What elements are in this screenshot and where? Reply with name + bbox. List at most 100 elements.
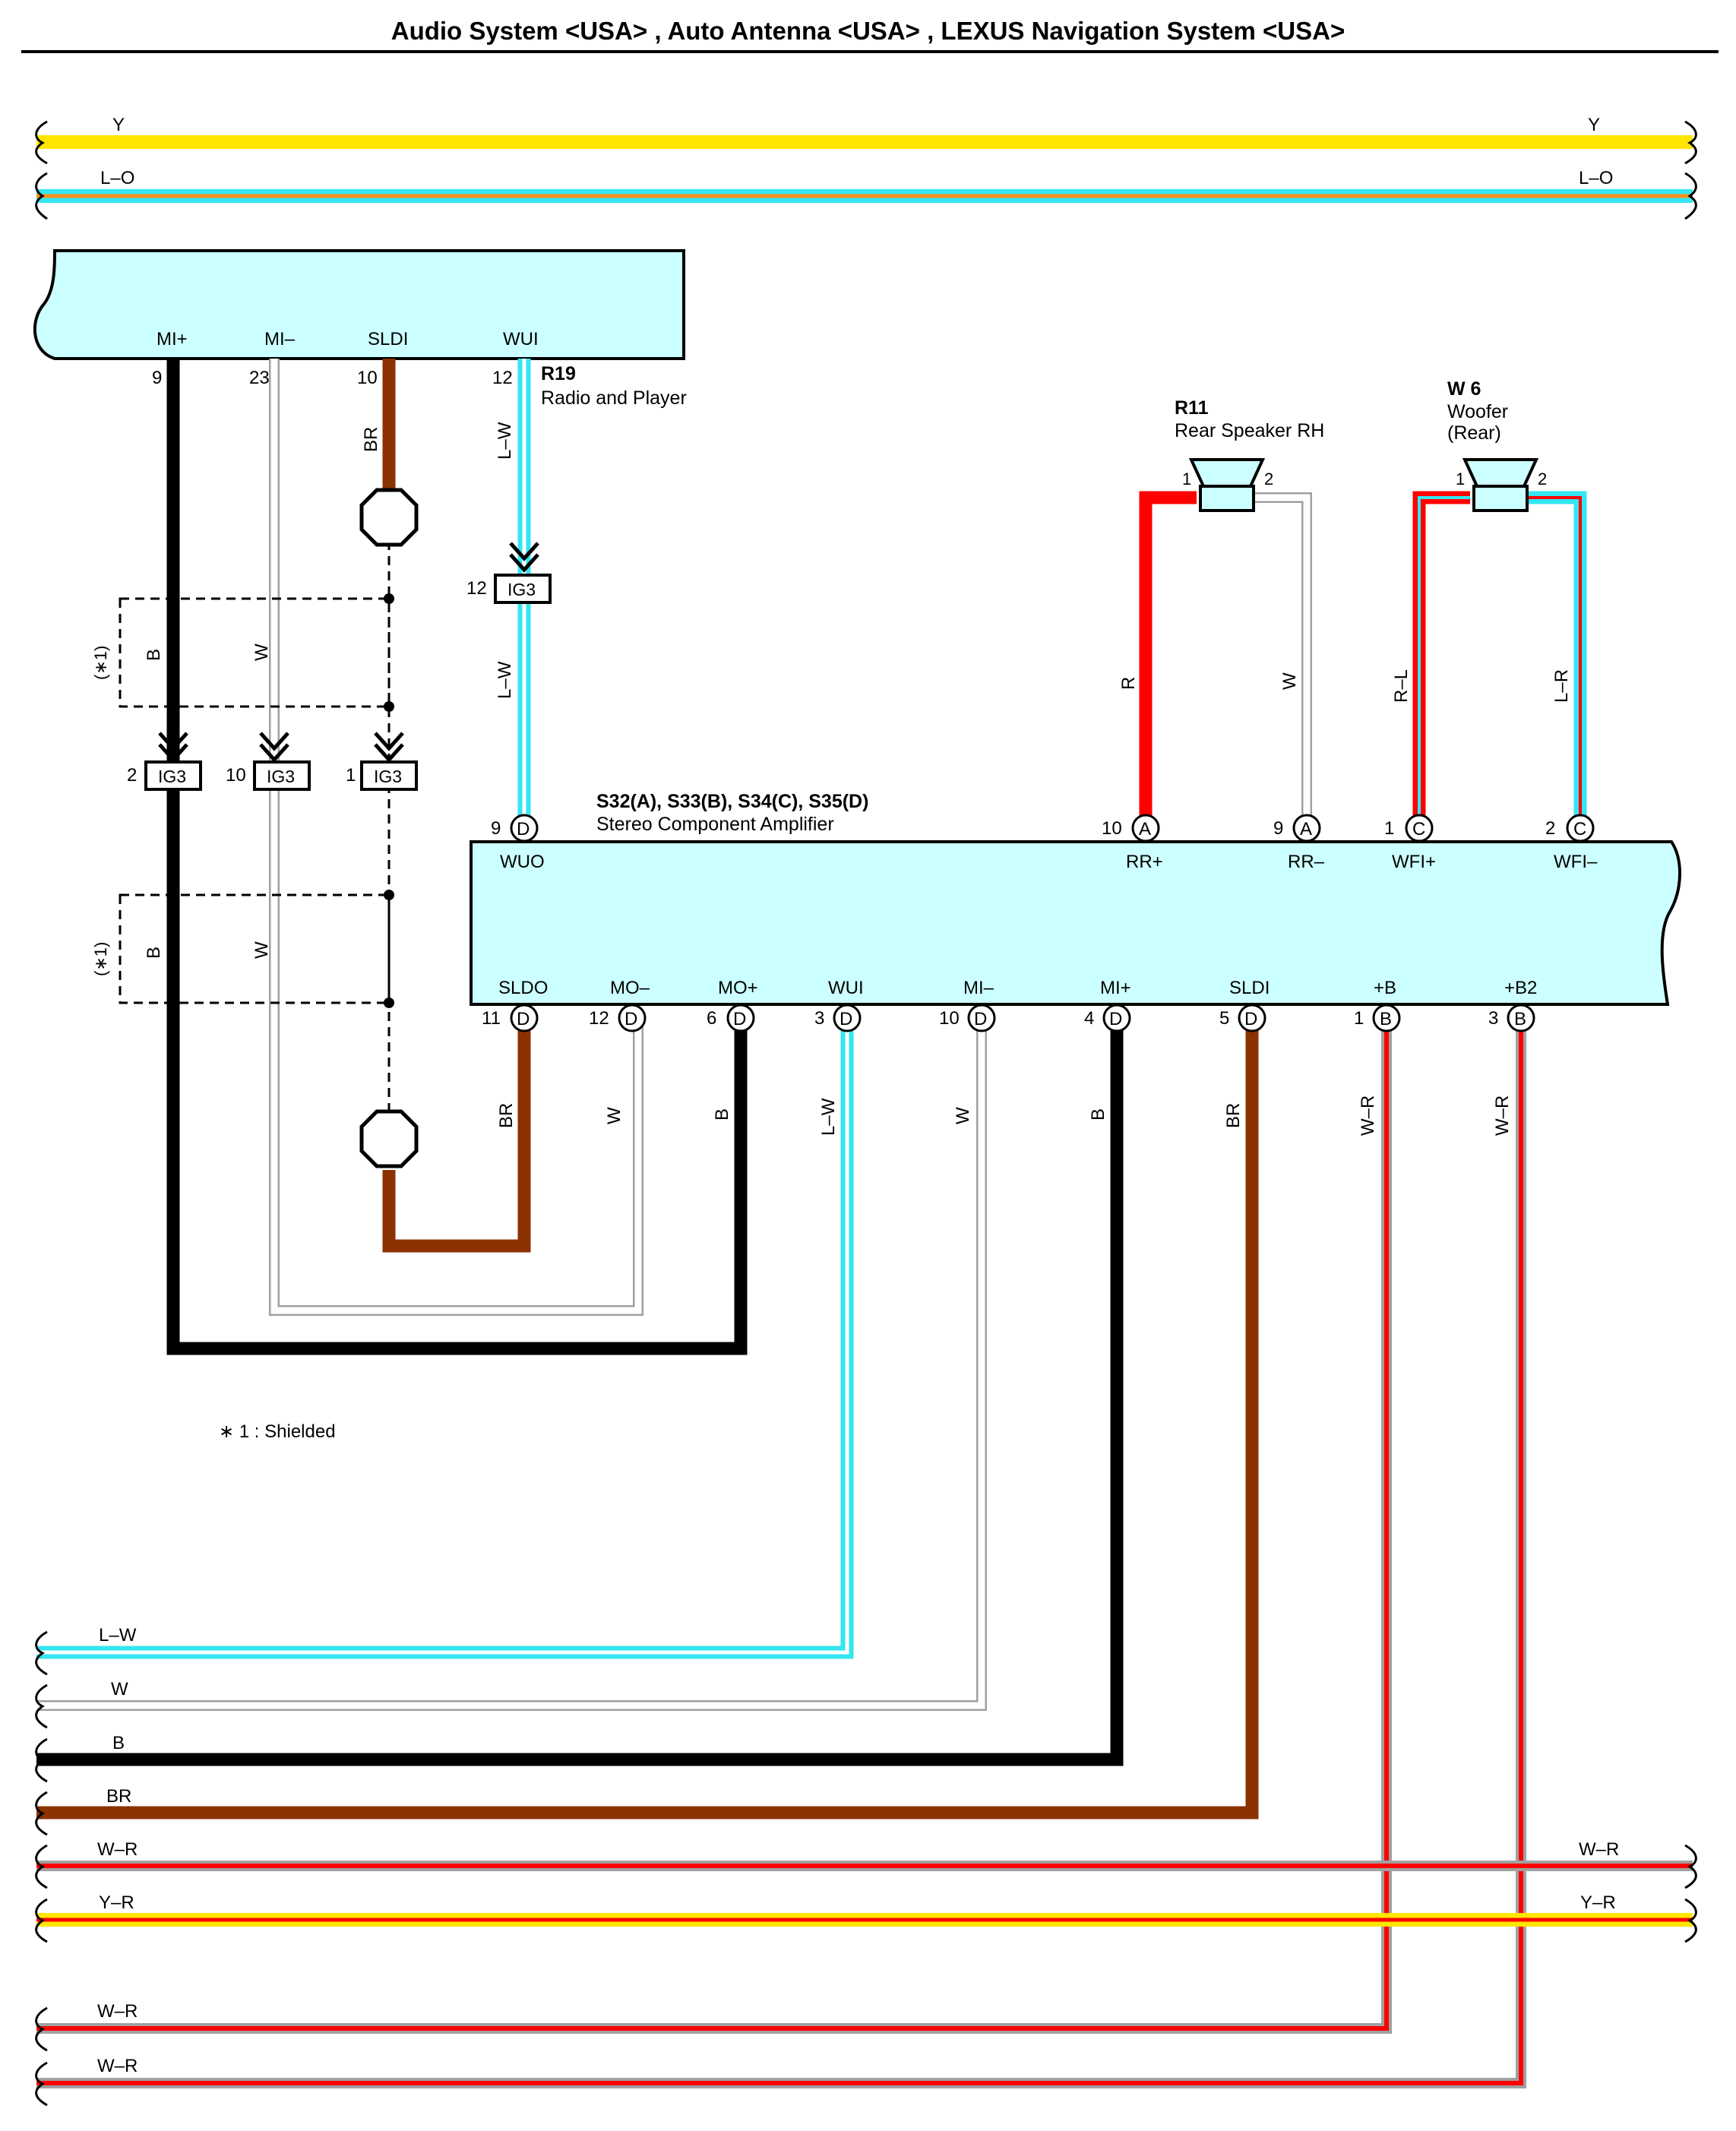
break-mark xyxy=(35,1684,48,1729)
woofer-rear: W 6 Woofer (Rear) 1 2 xyxy=(1447,378,1547,512)
break-mark xyxy=(35,1791,48,1836)
amp-codes: S32(A), S33(B), S34(C), S35(D) xyxy=(596,791,868,812)
splice-dot xyxy=(384,593,394,604)
radio-code: R19 xyxy=(541,363,576,384)
wire-lr-wfi-minus-outer xyxy=(1527,491,1587,828)
speaker-code: R11 xyxy=(1175,397,1209,419)
wire-lr-wfi-minus-inner xyxy=(1527,496,1582,828)
wire-label-b: B xyxy=(712,1108,732,1121)
amp-pin-wfi-plus: WFI+ xyxy=(1392,852,1436,872)
ig3-num: 2 xyxy=(127,765,137,786)
wire-b-mi-plus xyxy=(166,359,748,1355)
ig3-box xyxy=(144,760,202,791)
wire-label-y-right: Y xyxy=(1588,115,1600,135)
wire-label-lw: L–W xyxy=(495,422,515,460)
amp-pin-mo-plus: MO+ xyxy=(718,978,758,998)
amp-pin-sldo: SLDO xyxy=(498,978,548,998)
woofer-code: W 6 xyxy=(1447,378,1481,400)
speaker-icon xyxy=(1188,458,1266,488)
speaker-icon xyxy=(1462,458,1539,488)
speaker-pin2: 2 xyxy=(1264,470,1273,488)
break-mark xyxy=(1684,172,1697,220)
ig3-box xyxy=(494,574,552,604)
wire-label-w: W xyxy=(251,643,272,661)
terminal-conn: D xyxy=(974,1009,987,1029)
terminal-num: 6 xyxy=(707,1008,716,1029)
connector-chevron-icon xyxy=(509,542,539,573)
bus-label-wr1: W–R xyxy=(97,1839,138,1860)
terminal-conn: C xyxy=(1412,819,1425,839)
terminal-conn: D xyxy=(517,1009,530,1029)
amp-pin-rr-minus: RR– xyxy=(1288,852,1325,872)
wire-rl-wfi-plus-inner xyxy=(1418,496,1470,828)
wire-label-w: W xyxy=(953,1107,973,1124)
ig3-num: 1 xyxy=(346,765,356,786)
connector-chevron-icon xyxy=(374,732,404,763)
amp-pin-sldi: SLDI xyxy=(1229,978,1270,998)
ig3-connector-br: IG3 1 xyxy=(346,732,418,791)
terminal xyxy=(1102,1004,1131,1032)
wire-wr-b-outer xyxy=(36,1016,1392,2034)
pin-sldi: SLDI xyxy=(368,329,408,349)
woofer-pin1: 1 xyxy=(1456,470,1465,488)
break-mark xyxy=(35,2006,48,2052)
speaker-body xyxy=(1199,485,1255,512)
woofer-pin2: 2 xyxy=(1538,470,1547,488)
amp-top-terminals: D 9 A 10 A 9 C 1 C 2 xyxy=(491,814,1595,843)
radio-box-outline xyxy=(33,249,685,360)
bus-label-wr1-right: W–R xyxy=(1579,1839,1619,1860)
amp-pin-wui: WUI xyxy=(828,978,864,998)
amp-pin-mi-plus: MI+ xyxy=(1100,978,1131,998)
terminal-conn: A xyxy=(1139,819,1151,839)
amp-box-outline xyxy=(470,840,1681,1006)
amp-name: Stereo Component Amplifier xyxy=(596,814,834,835)
ig3-label: IG3 xyxy=(508,580,536,599)
terminal-num: 3 xyxy=(1488,1008,1498,1029)
woofer-sub: (Rear) xyxy=(1447,422,1501,444)
wire-b-amp-mi-plus xyxy=(36,1016,1124,1766)
splice-dot xyxy=(384,890,394,900)
shield-ground-top xyxy=(359,488,419,547)
terminal-num: 11 xyxy=(482,1008,501,1029)
terminal xyxy=(1372,1004,1401,1032)
shield-box-bottom xyxy=(119,893,391,1004)
wire-br-sldo xyxy=(382,1016,531,1253)
shield-mark-bottom: (∗1) xyxy=(91,942,110,976)
terminal-num: 1 xyxy=(1354,1008,1364,1029)
speaker-body xyxy=(1472,485,1529,512)
wire-label-br: BR xyxy=(496,1103,517,1128)
wire-br-amp-sldi xyxy=(36,1016,1259,1820)
break-mark xyxy=(1684,1844,1697,1889)
wire-w-mi-minus-inner xyxy=(270,359,642,1314)
break-mark xyxy=(1684,120,1697,165)
pin-mi-minus: MI– xyxy=(264,329,296,349)
shield-box-top xyxy=(119,597,391,708)
terminal-num: 10 xyxy=(939,1008,960,1029)
bottom-bus: L–W W B BR W–R W–R Y–R Y–R W–R W–R xyxy=(35,1625,1697,2107)
terminal xyxy=(833,1004,862,1032)
terminal-conn: D xyxy=(840,1009,852,1029)
terminal-conn: D xyxy=(625,1009,637,1029)
top-bus: Y Y L–O L–O xyxy=(35,115,1697,220)
wire-label-lw: L–W xyxy=(495,661,515,699)
terminal-conn: D xyxy=(1109,1009,1122,1029)
terminal-num: 10 xyxy=(1102,818,1122,839)
terminal xyxy=(1507,1004,1535,1032)
terminal-conn: A xyxy=(1300,819,1312,839)
wire-r-rr-plus xyxy=(1139,491,1197,828)
terminal xyxy=(1566,814,1595,843)
wire-label-lo-right: L–O xyxy=(1579,168,1613,188)
ig3-label: IG3 xyxy=(374,767,402,786)
ig3-label: IG3 xyxy=(267,767,295,786)
bus-label-w: W xyxy=(111,1679,128,1699)
bus-label-yr-right: Y–R xyxy=(1580,1892,1616,1913)
speaker-name: Rear Speaker RH xyxy=(1175,420,1324,441)
break-mark xyxy=(1684,1898,1697,1943)
wire-label-lo-left: L–O xyxy=(100,168,134,188)
terminal xyxy=(967,1004,996,1032)
wire-label-w: W xyxy=(251,941,272,959)
break-mark xyxy=(35,1844,48,1889)
wire-label-b: B xyxy=(144,649,164,661)
ig3-num: 10 xyxy=(226,765,246,786)
